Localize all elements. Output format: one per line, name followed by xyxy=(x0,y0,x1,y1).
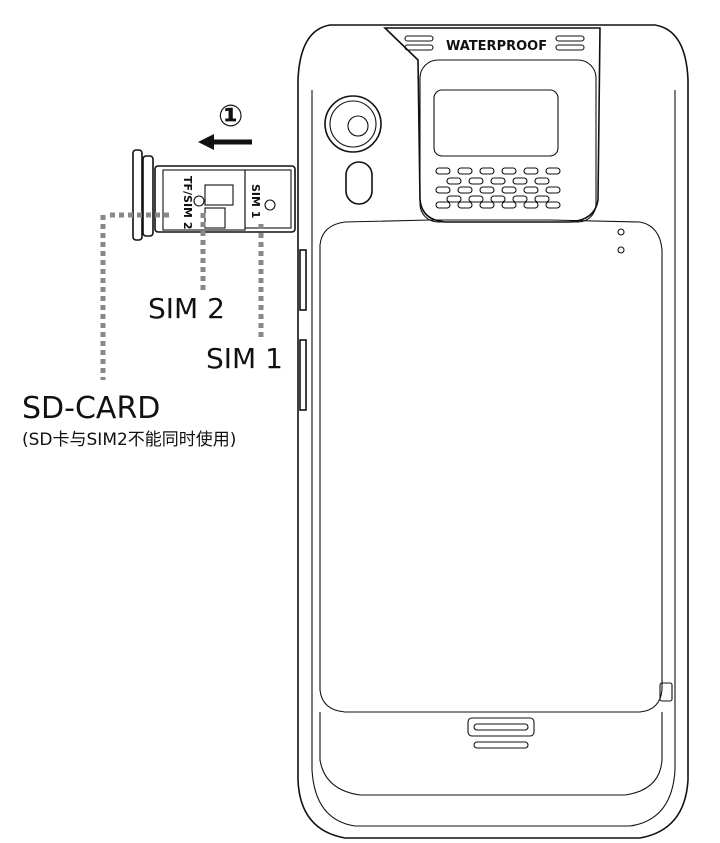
eject-arrow-icon xyxy=(198,134,252,150)
flash-icon xyxy=(345,161,373,205)
sim-tray: TF/SIM 2 SIM 1 xyxy=(132,149,296,241)
camera-icon xyxy=(324,95,382,153)
tray-slot2-label: TF/SIM 2 xyxy=(181,176,194,229)
scanner-module: WATERPROOF xyxy=(324,27,601,223)
tray-slot1-label: SIM 1 xyxy=(249,184,262,218)
speaker-grille xyxy=(435,167,561,209)
callout-sim2: SIM 2 xyxy=(148,292,225,325)
callout-note: (SD卡与SIM2不能同时使用) xyxy=(22,429,236,450)
device-back xyxy=(297,24,689,839)
waterproof-label: WATERPROOF xyxy=(446,39,547,54)
callout-sdcard: SD-CARD xyxy=(22,391,160,426)
leader-lines xyxy=(100,212,264,380)
callout-sim1: SIM 1 xyxy=(206,342,283,375)
step-number: ① xyxy=(218,99,243,134)
